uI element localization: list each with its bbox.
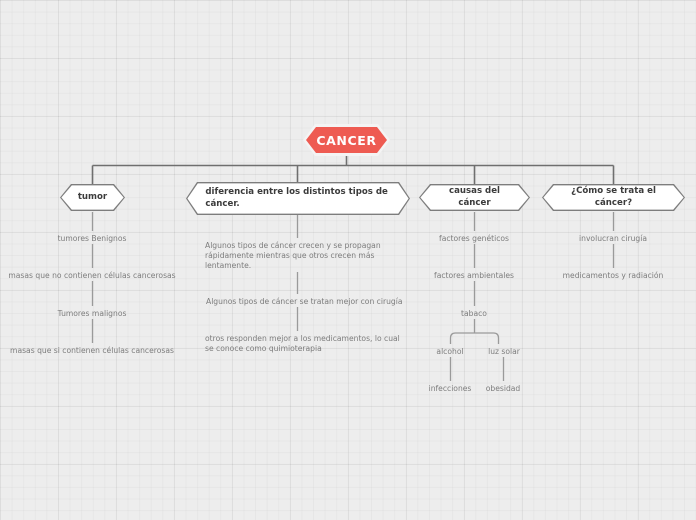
root-node-cancer[interactable]: CANCER (306, 127, 387, 153)
branch-node-tumor-label: tumor (77, 191, 108, 202)
branch-node-causas-body: causas del cáncer (420, 185, 528, 209)
leaf-alcohol[interactable]: alcohol (436, 347, 464, 356)
leaf-tumores-malignos[interactable]: Tumores malignos (57, 309, 127, 318)
leaf-quimioterapia[interactable]: otros responden mejor a los medicamentos… (205, 334, 400, 354)
leaf-obesidad[interactable]: obesidad (485, 384, 521, 393)
branch-node-tratamiento[interactable]: ¿Cómo se trata el cáncer? (542, 184, 685, 211)
branch-node-tumor[interactable]: tumor (60, 184, 125, 211)
leaf-tabaco[interactable]: tabaco (461, 309, 487, 318)
branch-node-diferencia-label: diferencia entre los distintos tipos de … (205, 187, 388, 209)
leaf-factores-ambientales[interactable]: factores ambientales (434, 271, 514, 280)
leaf-tratan-cirugia[interactable]: Algunos tipos de cáncer se tratan mejor … (206, 297, 403, 306)
branch-node-causas-label: causas del cáncer (449, 186, 500, 208)
leaf-medicamentos-radiacion[interactable]: medicamentos y radiación (562, 271, 664, 280)
branch-node-diferencia[interactable]: diferencia entre los distintos tipos de … (186, 182, 410, 215)
leaf-involucran-cirugia[interactable]: involucran cirugía (579, 234, 647, 243)
leaf-luz-solar[interactable]: luz solar (488, 347, 520, 356)
leaf-tumores-benignos[interactable]: tumores Benignos (57, 234, 127, 243)
root-node-label: CANCER (316, 132, 377, 148)
branch-node-tratamiento-label: ¿Cómo se trata el cáncer? (571, 186, 656, 208)
edge-tabaco-fork (449, 332, 500, 344)
leaf-infecciones[interactable]: infecciones (428, 384, 472, 393)
branch-node-causas[interactable]: causas del cáncer (419, 184, 530, 211)
branch-node-tratamiento-body: ¿Cómo se trata el cáncer? (543, 185, 683, 209)
branch-node-diferencia-body: diferencia entre los distintos tipos de … (187, 183, 408, 213)
leaf-masas-si-cancerosas[interactable]: masas que si contienen células cancerosa… (10, 346, 174, 355)
leaf-crecen-propagan[interactable]: Algunos tipos de cáncer crecen y se prop… (205, 241, 381, 271)
leaf-masas-no-cancerosas[interactable]: masas que no contienen células cancerosa… (8, 271, 176, 280)
branch-node-tumor-body: tumor (61, 185, 123, 209)
leaf-factores-geneticos[interactable]: factores genéticos (439, 234, 509, 243)
